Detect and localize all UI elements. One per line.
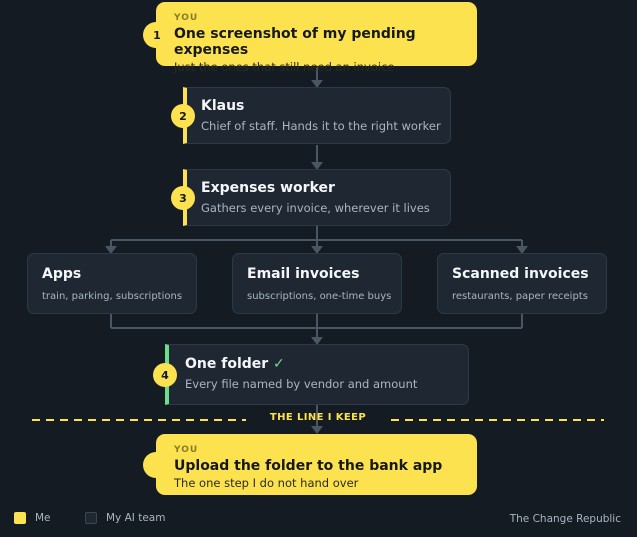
- step-2-card: Klaus Chief of staff. Hands it to the ri…: [183, 87, 451, 144]
- branch-email-subtitle: subscriptions, one-time buys: [247, 291, 392, 302]
- final-step-title: Upload the folder to the bank app: [174, 458, 443, 474]
- legend-me: Me: [14, 512, 51, 524]
- branch-apps-subtitle: train, parking, subscriptions: [42, 291, 183, 302]
- step-2-badge: 2: [171, 104, 195, 128]
- branch-apps-title: Apps: [42, 266, 82, 282]
- checkmark-icon: ✓: [273, 356, 285, 372]
- step-4-subtitle: Every file named by vendor and amount: [185, 377, 418, 391]
- step-1-owner: YOU: [174, 13, 199, 23]
- final-step-owner: YOU: [174, 445, 199, 455]
- legend-me-label: Me: [35, 512, 51, 524]
- legend-team: My AI team: [85, 512, 165, 524]
- branch-scanned-subtitle: restaurants, paper receipts: [452, 291, 588, 302]
- branch-scanned-card: Scanned invoices restaurants, paper rece…: [437, 253, 607, 314]
- step-3-card: Expenses worker Gathers every invoice, w…: [183, 169, 451, 226]
- legend-me-swatch: [14, 512, 26, 524]
- final-step-tab: [143, 452, 159, 478]
- step-1-card: YOU One screenshot of my pending expense…: [156, 2, 477, 74]
- legend-team-label: My AI team: [106, 512, 166, 524]
- step-4-card: One folder ✓ Every file named by vendor …: [165, 344, 469, 405]
- step-1-title: One screenshot of my pending expenses: [174, 26, 416, 58]
- branch-email-title: Email invoices: [247, 266, 360, 282]
- final-step-subtitle: The one step I do not hand over: [174, 476, 359, 490]
- step-3-subtitle: Gathers every invoice, wherever it lives: [201, 201, 430, 215]
- step-4-title-row: One folder ✓: [185, 356, 468, 372]
- branch-scanned-title: Scanned invoices: [452, 266, 589, 282]
- step-4-badge: 4: [153, 363, 177, 387]
- divider-label: THE LINE I KEEP: [269, 412, 367, 423]
- step-1-subtitle: Just the ones that still need an invoice: [174, 60, 395, 74]
- step-2-subtitle: Chief of staff. Hands it to the right wo…: [201, 119, 441, 133]
- branch-email-card: Email invoices subscriptions, one-time b…: [232, 253, 402, 314]
- legend-team-swatch: [85, 512, 97, 524]
- brand-label: The Change Republic: [509, 513, 621, 525]
- step-3-title: Expenses worker: [201, 180, 335, 196]
- step-2-title: Klaus: [201, 98, 245, 114]
- step-1-badge: 1: [145, 23, 169, 47]
- step-3-badge: 3: [171, 186, 195, 210]
- branch-apps-card: Apps train, parking, subscriptions: [27, 253, 197, 314]
- step-4-title: One folder: [185, 356, 269, 372]
- final-step-card: YOU Upload the folder to the bank app Th…: [156, 434, 477, 495]
